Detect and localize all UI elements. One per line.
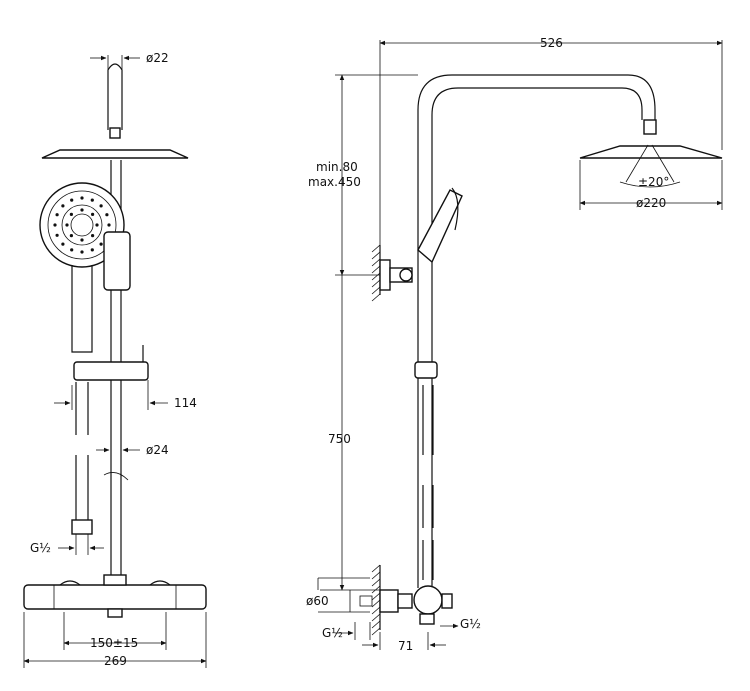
slider-offset-label: 114 xyxy=(174,396,197,410)
escutcheon-diameter-label: ø60 xyxy=(306,594,329,608)
height-adjust-max-label: max.450 xyxy=(308,175,361,189)
pipe-top-diameter-label: ø22 xyxy=(146,51,169,65)
side-view xyxy=(371,74,723,636)
height-label: 750 xyxy=(328,432,351,446)
front-dimension-lines xyxy=(23,55,207,668)
inlet-spacing-label: 150±15 xyxy=(90,636,138,650)
wall-offset-label: 71 xyxy=(398,639,413,653)
height-adjust-min-label: min.80 xyxy=(316,160,358,174)
front-view xyxy=(23,63,207,618)
mixer-width-label: 269 xyxy=(104,654,127,668)
inlet-thread-side-left-label: G½ xyxy=(322,626,343,640)
hand-shower-head xyxy=(39,182,125,268)
inlet-thread-side-right-label: G½ xyxy=(460,617,481,631)
reach-label: 526 xyxy=(540,36,563,50)
head-diameter-label: ø220 xyxy=(636,196,666,210)
tilt-angle-label: ±20° xyxy=(638,175,669,189)
pipe-diameter-label: ø24 xyxy=(146,443,169,457)
inlet-thread-front-label: G½ xyxy=(30,541,51,555)
side-dimension-lines xyxy=(317,40,723,650)
